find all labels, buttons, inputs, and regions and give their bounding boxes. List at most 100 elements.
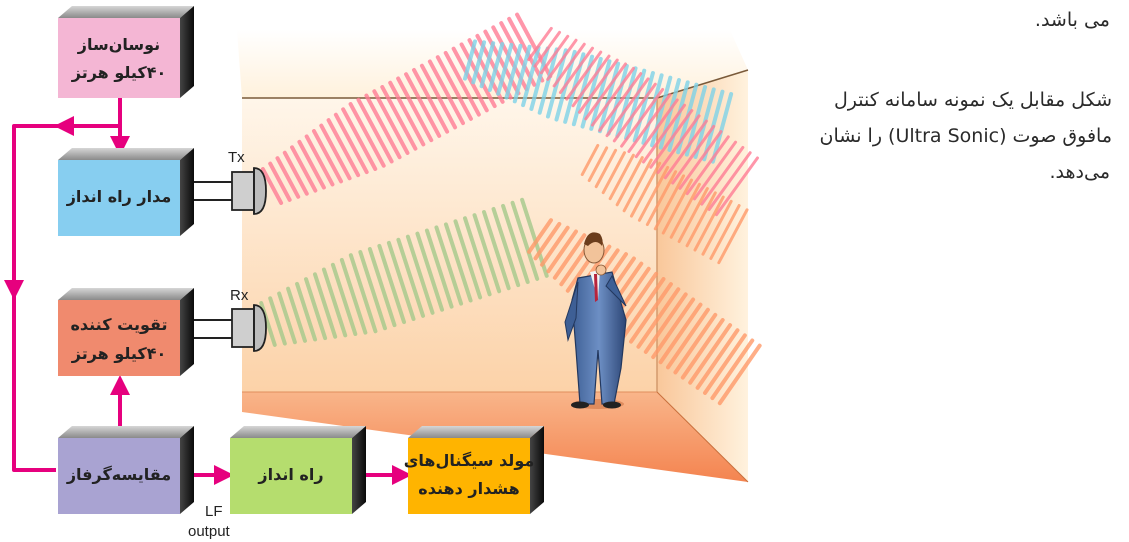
side-wave-band bbox=[685, 191, 717, 248]
rx-wave-band bbox=[396, 237, 426, 318]
tx-wave-band bbox=[268, 161, 292, 202]
tx-wave-band bbox=[326, 118, 361, 178]
rx-wave-band bbox=[405, 234, 435, 315]
rx-wave-band bbox=[268, 296, 287, 346]
reflected-wave-band-2 bbox=[539, 34, 570, 75]
block-oscillator: نوسان‌ساز ۴۰کیلو هرتز bbox=[58, 6, 194, 98]
return-wave-band bbox=[539, 225, 570, 267]
return-wave-band bbox=[546, 229, 578, 274]
tx-wave-band bbox=[411, 67, 450, 134]
rx-wave-band bbox=[472, 213, 502, 294]
tx-wave-band bbox=[483, 29, 521, 96]
side-wave-band bbox=[661, 178, 693, 235]
return-wave-band bbox=[643, 292, 688, 354]
tx-wave-band bbox=[341, 107, 378, 171]
reflected-wave-band bbox=[521, 45, 541, 108]
return-wave-band bbox=[651, 297, 696, 360]
rx-transducer: Rx bbox=[190, 287, 267, 352]
ultrasonic-waves bbox=[259, 12, 762, 406]
rx-wave-band bbox=[295, 281, 318, 342]
block-alarm-generator: مولد سیگنال‌های هشدار دهنده bbox=[404, 426, 544, 514]
reflected-wave-band bbox=[462, 39, 478, 81]
reflected-wave-band bbox=[487, 42, 505, 92]
paragraph-line-3: می‌دهد. bbox=[1049, 161, 1110, 183]
rx-wave-band bbox=[321, 267, 348, 338]
reflected-wave-band-2 bbox=[590, 66, 635, 127]
tx-label: Tx bbox=[228, 149, 245, 166]
return-wave-band bbox=[552, 233, 587, 280]
reflected-wave-band bbox=[471, 40, 487, 85]
side-wave-band bbox=[717, 208, 749, 265]
reflected-wave-band-2 bbox=[571, 54, 611, 108]
reflected-wave-band-2 bbox=[612, 82, 657, 143]
side-wave-band bbox=[594, 148, 618, 189]
reflected-wave-band-2 bbox=[558, 46, 595, 95]
return-wave-band bbox=[621, 277, 666, 339]
return-wave-band bbox=[629, 282, 673, 344]
reflected-wave-band-2 bbox=[685, 135, 730, 196]
reflected-wave-band-2 bbox=[546, 38, 578, 81]
starter-label: راه انداز bbox=[257, 465, 323, 484]
block-phase-comparator: مقایسه‌گرفاز bbox=[58, 426, 194, 514]
return-wave-band bbox=[666, 307, 710, 370]
reflected-wave-band-2 bbox=[707, 151, 752, 211]
side-wave-band bbox=[677, 187, 709, 244]
room-illustration bbox=[237, 12, 762, 483]
reflected-wave-band-2 bbox=[584, 62, 627, 121]
amplifier-label-1: تقویت کننده bbox=[70, 315, 167, 334]
rx-wave-band bbox=[424, 228, 454, 309]
reflected-wave-band bbox=[650, 75, 673, 148]
amplifier-label-2: ۴۰کیلو هرتز bbox=[71, 344, 167, 363]
side-wave-band bbox=[645, 170, 678, 227]
rx-wave-band bbox=[304, 277, 328, 341]
man-figure bbox=[564, 232, 627, 409]
reflected-wave-band bbox=[504, 43, 523, 100]
side-wave-band bbox=[580, 143, 600, 177]
reflected-wave-band bbox=[479, 41, 496, 89]
rx-wave-band bbox=[330, 262, 358, 336]
tx-wave-band bbox=[297, 139, 326, 190]
return-wave-band bbox=[688, 323, 733, 385]
reflected-wave-band bbox=[529, 46, 550, 111]
tx-wave-band bbox=[333, 112, 369, 175]
tx-wave-band bbox=[282, 150, 309, 196]
reflected-wave-band bbox=[597, 61, 621, 134]
tx-wave-band bbox=[356, 97, 394, 164]
paragraph-top-line: می باشد. bbox=[1034, 9, 1110, 31]
reflected-wave-band bbox=[606, 63, 629, 136]
reflected-wave-band-2 bbox=[671, 124, 716, 185]
rx-wave-band bbox=[482, 210, 511, 291]
return-wave-band bbox=[695, 328, 740, 390]
return-wave-band bbox=[717, 343, 762, 406]
alarm-label-1: مولد سیگنال‌های bbox=[404, 451, 535, 470]
return-wave-band bbox=[680, 318, 725, 380]
reflected-wave-band-2 bbox=[577, 58, 619, 114]
reflected-wave-band-2 bbox=[649, 109, 694, 169]
block-amplifier: تقویت کننده ۴۰کیلو هرتز bbox=[58, 288, 194, 376]
return-wave-band bbox=[673, 312, 718, 375]
reflected-wave-band bbox=[641, 73, 664, 145]
tx-wave-band bbox=[419, 63, 458, 130]
tx-wave-band bbox=[388, 80, 426, 147]
reflected-wave-band-2 bbox=[663, 119, 708, 180]
side-wave-band bbox=[653, 174, 686, 231]
tx-wave-band bbox=[427, 59, 465, 126]
rx-wave-band bbox=[277, 291, 297, 345]
reflected-wave-band-2 bbox=[605, 77, 650, 138]
return-wave-band bbox=[527, 218, 553, 254]
side-wave-band bbox=[587, 146, 609, 183]
block-driver-circuit: مدار راه انداز bbox=[58, 148, 194, 236]
rx-wave-band bbox=[286, 286, 307, 343]
rx-wave-band bbox=[339, 257, 368, 335]
rx-label: Rx bbox=[230, 287, 249, 304]
paragraph-line-1: شکل مقابل یک نمونه سامانه کنترل bbox=[833, 89, 1112, 111]
side-wave-band bbox=[622, 158, 653, 213]
reflected-wave-band-2 bbox=[552, 42, 586, 88]
reflected-wave-band-2 bbox=[620, 87, 665, 148]
driver-label: مدار راه انداز bbox=[66, 187, 172, 206]
side-wave-band bbox=[601, 151, 626, 195]
reflected-wave-band-2 bbox=[565, 50, 603, 101]
side-wave-band bbox=[701, 199, 733, 256]
return-wave-band bbox=[710, 338, 755, 401]
